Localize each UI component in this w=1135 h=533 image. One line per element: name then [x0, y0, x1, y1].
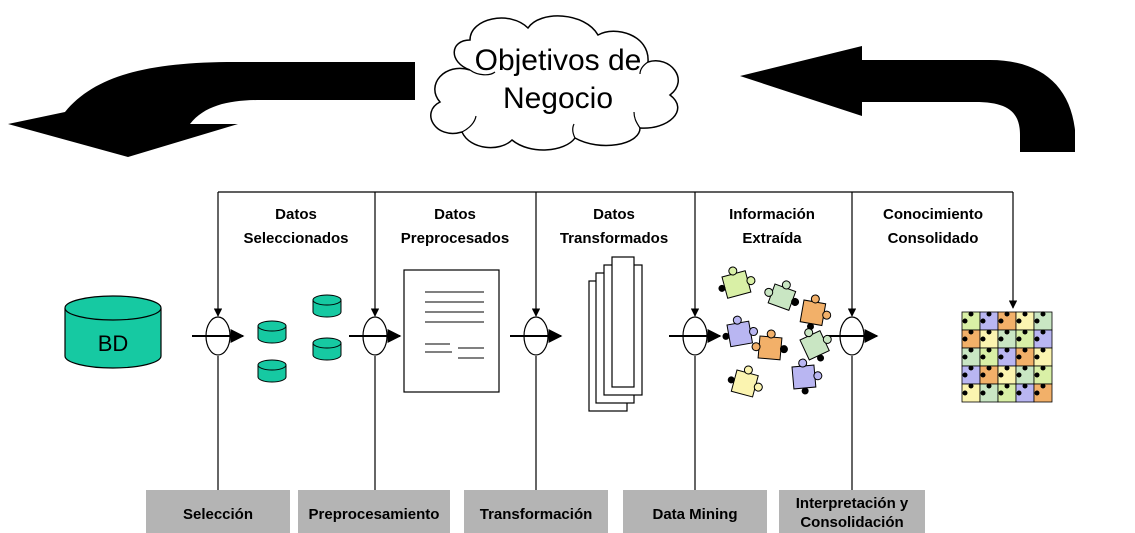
small-database-icons	[257, 294, 342, 383]
puzzle-knob	[1004, 365, 1010, 371]
stage-label-2-line2: Preprocesados	[401, 230, 509, 247]
business-objectives-cloud: Objetivos de Negocio	[430, 15, 679, 151]
small-cylinder-icon	[312, 294, 342, 318]
puzzle-knob	[1004, 329, 1010, 335]
puzzle-knob	[980, 318, 986, 324]
puzzle-knob	[1016, 336, 1022, 342]
puzzle-knob	[962, 354, 968, 360]
cloud-text-line1: Objetivos de	[475, 44, 642, 77]
puzzle-knob	[986, 347, 992, 353]
puzzle-knob	[980, 336, 986, 342]
puzzle-knob	[998, 336, 1004, 342]
puzzle-knob	[962, 390, 968, 396]
stage-label-5-line1: Conocimiento	[883, 206, 983, 223]
stage-label-3-line2: Transformados	[560, 230, 668, 247]
valve-4	[669, 316, 722, 356]
valve-3	[510, 316, 563, 356]
puzzle-knob	[998, 318, 1004, 324]
puzzle-knob	[986, 329, 992, 335]
stage-label-1: Datos Seleccionados	[243, 206, 348, 247]
puzzle-knob	[968, 329, 974, 335]
small-cylinder-icon	[312, 337, 342, 361]
puzzle-knob	[1040, 329, 1046, 335]
puzzle-knob	[1034, 354, 1040, 360]
puzzle-knob	[1040, 347, 1046, 353]
puzzle-knob	[980, 372, 986, 378]
step-button-seleccion[interactable]: Selección	[146, 490, 290, 533]
stacked-pages-icon	[588, 256, 643, 412]
puzzle-knob	[986, 365, 992, 371]
puzzle-knob	[1022, 365, 1028, 371]
small-cylinder-icon	[257, 359, 287, 383]
puzzle-knob	[1016, 318, 1022, 324]
puzzle-knob	[1016, 354, 1022, 360]
stage-label-3: Datos Transformados	[560, 206, 668, 247]
puzzle-knob	[962, 336, 968, 342]
puzzle-knob	[1040, 383, 1046, 389]
stage-label-5-line2: Consolidado	[888, 230, 979, 247]
stage-label-2: Datos Preprocesados	[401, 206, 509, 247]
puzzle-knob	[1016, 390, 1022, 396]
puzzle-knob	[998, 354, 1004, 360]
puzzle-knob	[1022, 347, 1028, 353]
puzzle-knob	[968, 311, 974, 317]
puzzle-knob	[998, 390, 1004, 396]
puzzle-knob	[1004, 383, 1010, 389]
stage-label-4: Información Extraída	[729, 206, 815, 247]
puzzle-knob	[1034, 372, 1040, 378]
step-button-seleccion-label: Selección	[183, 506, 253, 523]
puzzle-knob	[968, 365, 974, 371]
step-button-preprocesamiento[interactable]: Preprocesamiento	[298, 490, 450, 533]
step-button-preprocesamiento-label: Preprocesamiento	[309, 506, 440, 523]
stage-label-1-line2: Seleccionados	[243, 230, 348, 247]
puzzle-knob	[1022, 329, 1028, 335]
step-button-interpretacion-label-line2: Consolidación	[800, 514, 903, 531]
stage-label-4-line1: Información	[729, 206, 815, 223]
puzzle-knob	[1022, 383, 1028, 389]
database-icon: BD	[64, 295, 162, 369]
left-curved-arrow	[8, 62, 415, 157]
right-curved-arrow	[740, 46, 1075, 152]
scattered-puzzle-pieces-icon	[718, 266, 832, 398]
puzzle-knob	[980, 354, 986, 360]
puzzle-knob	[968, 383, 974, 389]
stage-label-2-line1: Datos	[434, 206, 476, 223]
cloud-text-line2: Negocio	[503, 82, 613, 115]
step-button-transformacion-label: Transformación	[480, 506, 593, 523]
puzzle-knob	[1040, 311, 1046, 317]
puzzle-knob	[968, 347, 974, 353]
step-button-data-mining-label: Data Mining	[653, 506, 738, 523]
step-button-transformacion[interactable]: Transformación	[464, 490, 608, 533]
database-label: BD	[98, 331, 129, 356]
puzzle-knob	[986, 383, 992, 389]
puzzle-knob	[1040, 365, 1046, 371]
puzzle-knob	[1034, 390, 1040, 396]
puzzle-knob	[1004, 311, 1010, 317]
assembled-puzzle-icon	[961, 311, 1053, 403]
puzzle-knob	[986, 311, 992, 317]
valve-5	[826, 316, 879, 356]
stage-label-1-line1: Datos	[275, 206, 317, 223]
puzzle-knob	[998, 372, 1004, 378]
puzzle-knob	[1022, 311, 1028, 317]
document-icon	[403, 269, 500, 393]
puzzle-knob	[1004, 347, 1010, 353]
puzzle-knob	[980, 390, 986, 396]
puzzle-knob	[1016, 372, 1022, 378]
step-button-interpretacion-label-line1: Interpretación y	[796, 495, 909, 512]
stage-label-4-line2: Extraída	[742, 230, 802, 247]
step-button-interpretacion[interactable]: Interpretación y Consolidación	[779, 490, 925, 533]
stage-label-5: Conocimiento Consolidado	[883, 206, 983, 247]
stage-dividers	[213, 192, 1018, 490]
puzzle-knob	[962, 318, 968, 324]
puzzle-knob	[1034, 336, 1040, 342]
small-cylinder-icon	[257, 320, 287, 344]
puzzle-knob	[962, 372, 968, 378]
valve-1	[192, 316, 245, 356]
valve-2	[349, 316, 402, 356]
step-button-data-mining[interactable]: Data Mining	[623, 490, 767, 533]
stage-label-3-line1: Datos	[593, 206, 635, 223]
puzzle-knob	[1034, 318, 1040, 324]
